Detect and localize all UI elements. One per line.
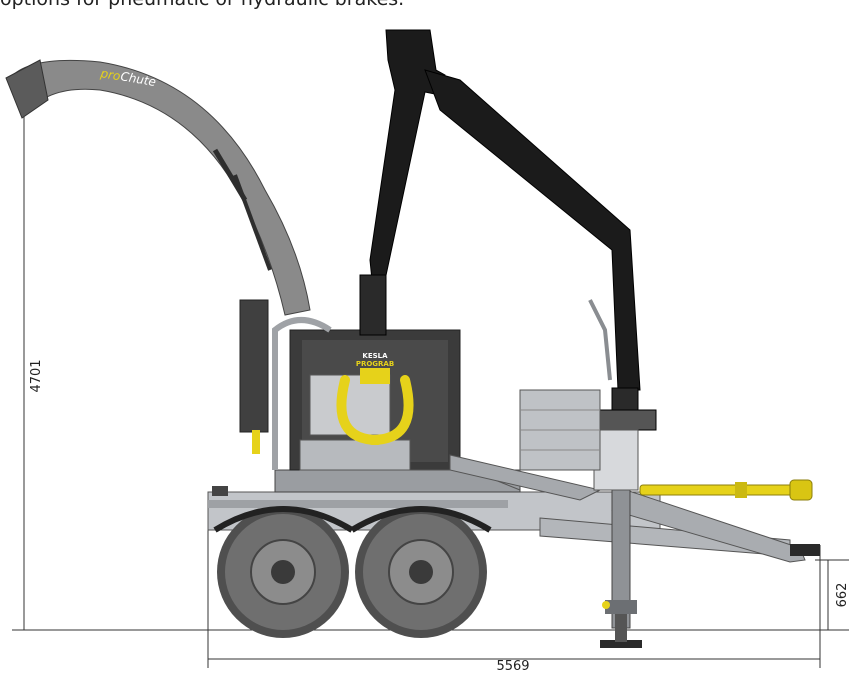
crane-boom xyxy=(359,29,657,431)
chute-brand-chute: Chute xyxy=(119,69,157,89)
clearance-dimension-label: 662 xyxy=(835,583,849,608)
rear-wheel xyxy=(217,506,349,638)
rear-fender xyxy=(213,506,354,533)
chipper-body xyxy=(239,299,602,501)
front-wheel xyxy=(355,506,487,638)
rotator-column xyxy=(519,299,639,491)
front-fender xyxy=(350,506,492,533)
crane-model-badge xyxy=(360,368,390,384)
pto-shaft xyxy=(639,479,813,501)
chute-brand-pro: pro xyxy=(98,66,121,83)
height-dimension-label: 4701 xyxy=(29,359,44,392)
caption-text: options for pneumatic or hydraulic brake… xyxy=(0,0,404,10)
discharge-chute xyxy=(5,59,311,316)
crane-brand-label: KESLA xyxy=(362,352,388,360)
crane-model-label: PROGRAB xyxy=(356,360,394,368)
grapple-tongs xyxy=(336,375,414,445)
length-dimension-label: 5569 xyxy=(496,659,529,673)
dimension-lines xyxy=(12,77,849,668)
support-leg xyxy=(600,487,642,648)
